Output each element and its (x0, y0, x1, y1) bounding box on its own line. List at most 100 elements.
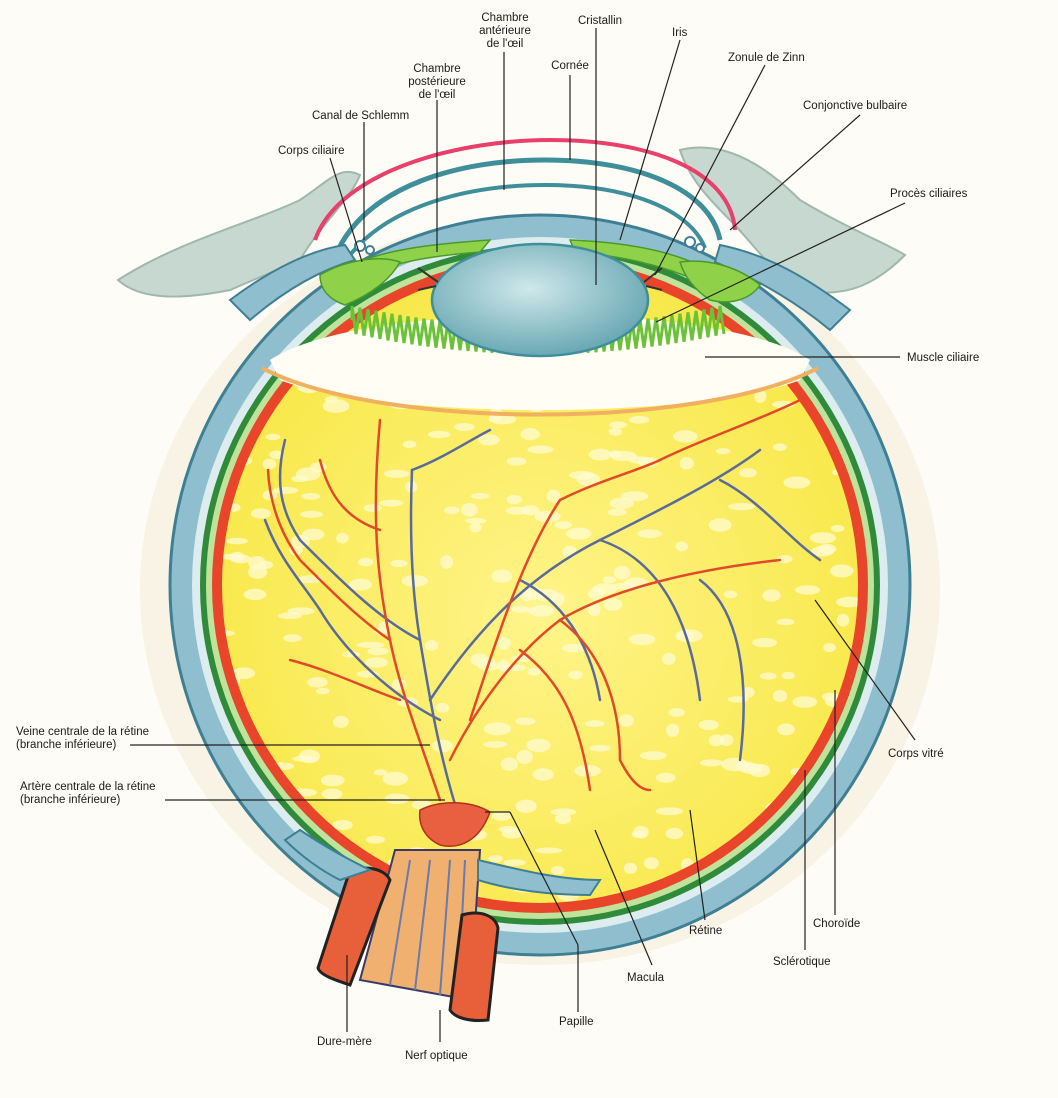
vitreous-fleck (568, 670, 583, 680)
vitreous-fleck (724, 590, 738, 599)
vitreous-fleck (506, 457, 527, 466)
vitreous-fleck (739, 468, 757, 478)
vitreous-fleck (776, 555, 793, 564)
retinal-arteries (266, 398, 802, 802)
vitreous-fleck (230, 551, 245, 562)
label-cristallin: Cristallin (577, 15, 623, 27)
vitreous-fleck (491, 811, 512, 821)
vitreous-fleck (349, 578, 372, 591)
vitreous-fleck (809, 532, 837, 544)
ora-serrata (261, 366, 819, 417)
vitreous-fleck (629, 415, 650, 424)
cornea (335, 157, 723, 252)
vitreous-fleck (668, 708, 685, 717)
vitreous-fleck (584, 720, 605, 728)
vitreous-fleck (589, 744, 611, 752)
label-sclerotique: Sclérotique (773, 956, 831, 968)
vitreous-fleck (830, 524, 845, 533)
vitreous-fleck (588, 448, 612, 461)
vitreous-fleck (608, 427, 622, 436)
vitreous-fleck (432, 739, 453, 753)
vitreous-fleck (623, 862, 638, 874)
vitreous-fleck (301, 493, 321, 500)
vitreous-fleck (435, 703, 450, 713)
vitreous-fleck (715, 448, 731, 455)
vitreous-fleck (277, 612, 303, 620)
vitreous-fleck (262, 458, 277, 470)
label-corps-ciliaire: Corps ciliaire (278, 145, 345, 157)
vitreous-fleck (505, 506, 531, 515)
vitreous-fleck (752, 637, 777, 648)
vitreous-fleck (402, 440, 417, 448)
vitreous-fleck (618, 714, 634, 727)
vitreous-fleck (609, 450, 622, 458)
vitreous-fleck (551, 866, 565, 875)
vitreous-fleck (469, 522, 482, 533)
vitreous-fleck (719, 734, 734, 746)
vitreous-fleck (424, 640, 439, 651)
vitreous-fleck (461, 503, 478, 517)
label-dure-mere: Dure-mère (317, 1036, 372, 1048)
vitreous-fleck (576, 472, 601, 487)
vitreous-fleck (262, 490, 277, 501)
vitreous-fleck (554, 521, 572, 529)
label-conjonctive-bulbaire: Conjonctive bulbaire (803, 100, 908, 112)
vitreous-fleck (454, 423, 475, 431)
vitreous-fleck (222, 884, 239, 893)
vitreous-fleck (226, 537, 249, 545)
ciliary-body-left (319, 258, 402, 306)
vitreous-fleck (283, 634, 302, 642)
vitreous-fleck (382, 771, 409, 786)
label-corps-vitre: Corps vitré (888, 748, 944, 760)
label-zonule-zinn: Zonule de Zinn (728, 52, 805, 64)
vitreous-fleck (332, 819, 353, 831)
vitreous-fleck (679, 457, 694, 470)
vitreous-fleck (792, 696, 818, 708)
vitreous-fleck (613, 565, 631, 580)
vitreous-fleck (498, 659, 511, 672)
vitreous-fleck (562, 643, 587, 653)
vitreous-fleck (534, 510, 561, 523)
sclera-front-left (228, 243, 357, 322)
vitreous-fleck (379, 499, 404, 507)
vitreous-fleck (781, 671, 795, 680)
vitreous-fleck (269, 450, 284, 460)
vitreous-fleck (506, 494, 522, 505)
label-nerf-optique: Nerf optique (405, 1050, 468, 1062)
vitreous-fleck (662, 652, 676, 665)
vitreous-fleck (655, 807, 684, 816)
vitreous-fleck (546, 489, 561, 503)
vitreous-fleck (772, 690, 788, 702)
vitreous-fleck (528, 605, 555, 617)
vitreous-fleck (643, 857, 659, 870)
label-muscle-ciliaire: Muscle ciliaire (907, 352, 980, 364)
vitreous-fleck (754, 389, 767, 403)
vitreous-fleck (356, 641, 385, 649)
vitreous-fleck (243, 588, 267, 601)
vitreous-fleck (620, 491, 649, 502)
vitreous-fleck (836, 596, 858, 608)
vitreous-fleck (365, 657, 388, 668)
dura-mater-right (448, 911, 500, 1022)
zonule-left (417, 267, 439, 291)
label-choroide: Choroïde (813, 918, 861, 930)
vitreous-fleck (500, 757, 519, 771)
vitreous-fleck (401, 575, 429, 587)
vitreous-fleck (324, 396, 338, 403)
leader-lines (130, 28, 916, 1042)
vitreous-fleck (367, 647, 389, 656)
vitreous-fleck (640, 751, 667, 760)
vitreous-fleck (783, 476, 811, 489)
vitreous-fleck (336, 532, 349, 544)
schlemm-canal-right (684, 236, 696, 248)
label-papille: Papille (559, 1016, 594, 1028)
vitreous-fleck (526, 738, 551, 753)
optic-nerve-fibers (389, 859, 466, 999)
vitreous-fleck (316, 687, 330, 695)
vitreous-fleck (491, 569, 513, 583)
vitreous-body (222, 267, 858, 903)
vitreous-fleck (823, 642, 836, 653)
vitreous-fleck (427, 430, 451, 439)
vitreous-fleck (776, 618, 795, 626)
